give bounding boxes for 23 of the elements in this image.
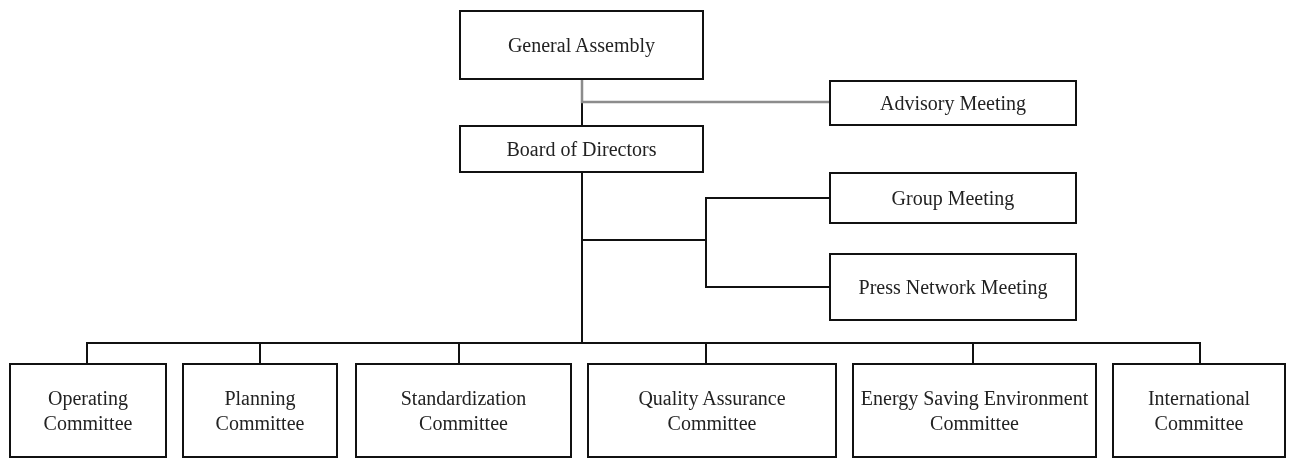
box-label: Planning Committee <box>214 385 306 436</box>
org-box <box>829 80 1077 126</box>
org-box <box>829 253 1077 321</box>
org-box <box>587 363 837 458</box>
connector-line <box>580 80 829 104</box>
org-box <box>355 363 572 458</box>
box-label: General Assembly <box>507 32 656 58</box>
org-box <box>1112 363 1286 458</box>
org-box <box>852 363 1097 458</box>
box-label: Group Meeting <box>891 185 1015 211</box>
org-box <box>459 10 704 80</box>
box-label: Board of Directors <box>506 136 657 162</box>
box-label: Press Network Meeting <box>858 274 1048 300</box>
box-label: Energy Saving Environment Committee <box>860 385 1089 436</box>
box-label: International Committee <box>1146 385 1252 436</box>
org-box <box>182 363 338 458</box>
org-box <box>829 172 1077 224</box>
org-box <box>459 125 704 173</box>
box-label: Advisory Meeting <box>879 90 1027 116</box>
org-box <box>9 363 167 458</box>
box-label: Quality Assurance Committee <box>637 385 787 436</box>
box-label: Operating Committee <box>42 385 134 436</box>
box-label: Standardization Committee <box>399 385 528 436</box>
